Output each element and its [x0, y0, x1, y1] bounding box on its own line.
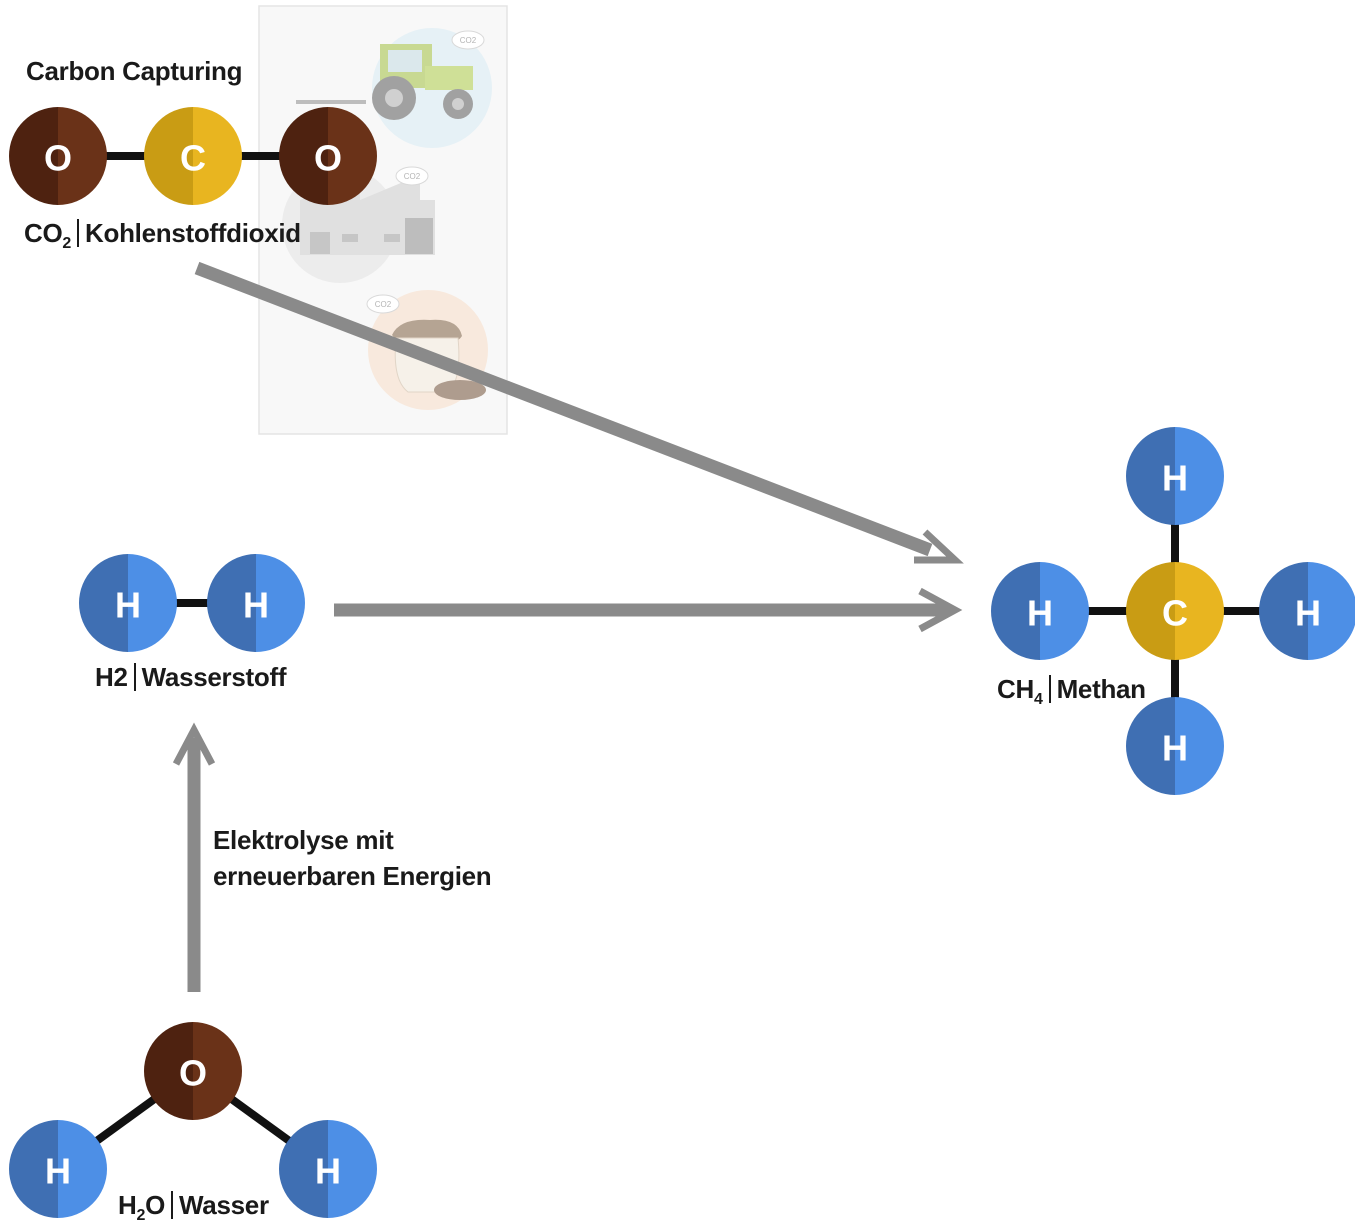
arrow-h2-to-methane: [334, 587, 963, 633]
ch4-atom-h: H: [1126, 697, 1224, 795]
co2-atom-o: O: [9, 107, 107, 205]
co2-name: Kohlenstoffdioxid: [85, 218, 301, 248]
atom-symbol: H: [1162, 728, 1188, 769]
ch4-formula: CH: [997, 674, 1034, 704]
atom-symbol: H: [1162, 458, 1188, 499]
arrow-co2-to-methane: [194, 261, 964, 564]
co2-atom-c: C: [144, 107, 242, 205]
atom-symbol: O: [314, 138, 342, 179]
ch4-subscript: 4: [1033, 691, 1043, 708]
h2o-atom-h: H: [279, 1120, 377, 1218]
atom-symbol: O: [179, 1053, 207, 1094]
ch4-label: CH4 Methan: [997, 674, 1147, 708]
separator: [1048, 675, 1051, 703]
atom-symbol: H: [1027, 593, 1053, 634]
co2-atom-o: O: [279, 107, 377, 205]
cloud-label: CO2: [404, 172, 421, 181]
h2o-formula-end: O: [145, 1190, 166, 1220]
separator: [133, 663, 136, 691]
h2-name: Wasserstoff: [141, 662, 287, 692]
atom-symbol: H: [45, 1151, 71, 1192]
h2o-label: H2O Wasser: [118, 1190, 269, 1224]
electrolysis-label: Elektrolyse mit erneuerbaren Energien: [213, 822, 492, 894]
h2-formula: H2: [95, 662, 128, 692]
compost-bag-icon: CO2: [366, 290, 488, 410]
h2-label: H2 Wasserstoff: [95, 662, 287, 693]
atom-symbol: C: [1162, 593, 1188, 634]
co2-formula: CO: [24, 218, 63, 248]
atom-symbol: H: [315, 1151, 341, 1192]
ch4-name: Methan: [1056, 674, 1147, 704]
atom-symbol: H: [1295, 593, 1321, 634]
ch4-atom-h: H: [1259, 562, 1355, 660]
separator: [77, 219, 80, 247]
cloud-label: CO2: [375, 300, 392, 309]
cloud-label: CO2: [460, 36, 477, 45]
h2-atom-h: H: [79, 554, 177, 652]
electrolysis-line-2: erneuerbaren Energien: [213, 861, 492, 891]
co2-subscript: 2: [62, 235, 72, 252]
ch4-atom-h: H: [1126, 427, 1224, 525]
h2o-atom-o: O: [144, 1022, 242, 1120]
separator: [171, 1191, 174, 1219]
atom-symbol: H: [115, 585, 141, 626]
h2o-subscript: 2: [136, 1207, 146, 1224]
h2o-name: Wasser: [179, 1190, 269, 1220]
h2o-atom-h: H: [9, 1120, 107, 1218]
tractor-icon: CO2: [296, 28, 492, 148]
atom-symbol: H: [243, 585, 269, 626]
atom-symbol: O: [44, 138, 72, 179]
atom-symbol: C: [180, 138, 206, 179]
h2o-formula: H: [118, 1190, 137, 1220]
electrolysis-line-1: Elektrolyse mit: [213, 825, 394, 855]
carbon-capturing-title: Carbon Capturing: [26, 56, 243, 86]
arrow-water-to-h2: [172, 722, 216, 992]
co2-label: CO2 Kohlenstoffdioxid: [24, 218, 301, 252]
ch4-atom-c: C: [1126, 562, 1224, 660]
h2-atom-h: H: [207, 554, 305, 652]
ch4-atom-h: H: [991, 562, 1089, 660]
